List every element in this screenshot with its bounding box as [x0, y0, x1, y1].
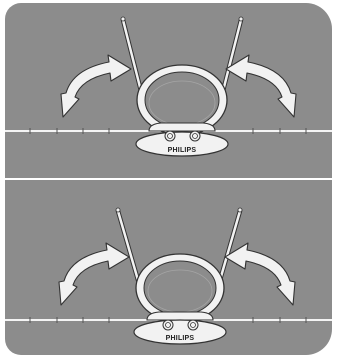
- brand-logo-text: PHILIPS: [168, 147, 197, 154]
- top-illustration-panel: PHILIPS: [5, 3, 332, 178]
- curved-arrow-left-icon: [58, 242, 130, 306]
- curved-arrow-left-icon: [60, 54, 132, 118]
- antenna-base: PHILIPS: [133, 311, 227, 345]
- loop-antenna: [135, 253, 225, 323]
- brand-logo-text: PHILIPS: [166, 335, 195, 342]
- bottom-antenna-drawing: PHILIPS: [5, 207, 332, 345]
- curved-arrow-right-icon: [225, 54, 297, 118]
- top-antenna-drawing: PHILIPS: [5, 16, 332, 157]
- antenna-base: PHILIPS: [135, 122, 229, 157]
- shelf-line-ticks: [29, 317, 307, 323]
- antenna-rods: [120, 16, 244, 98]
- curved-arrow-right-icon: [224, 242, 296, 306]
- antenna-rods: [115, 207, 243, 290]
- bottom-illustration-panel: PHILIPS: [5, 180, 332, 355]
- shelf-line-ticks: [29, 128, 307, 134]
- loop-antenna: [136, 64, 228, 136]
